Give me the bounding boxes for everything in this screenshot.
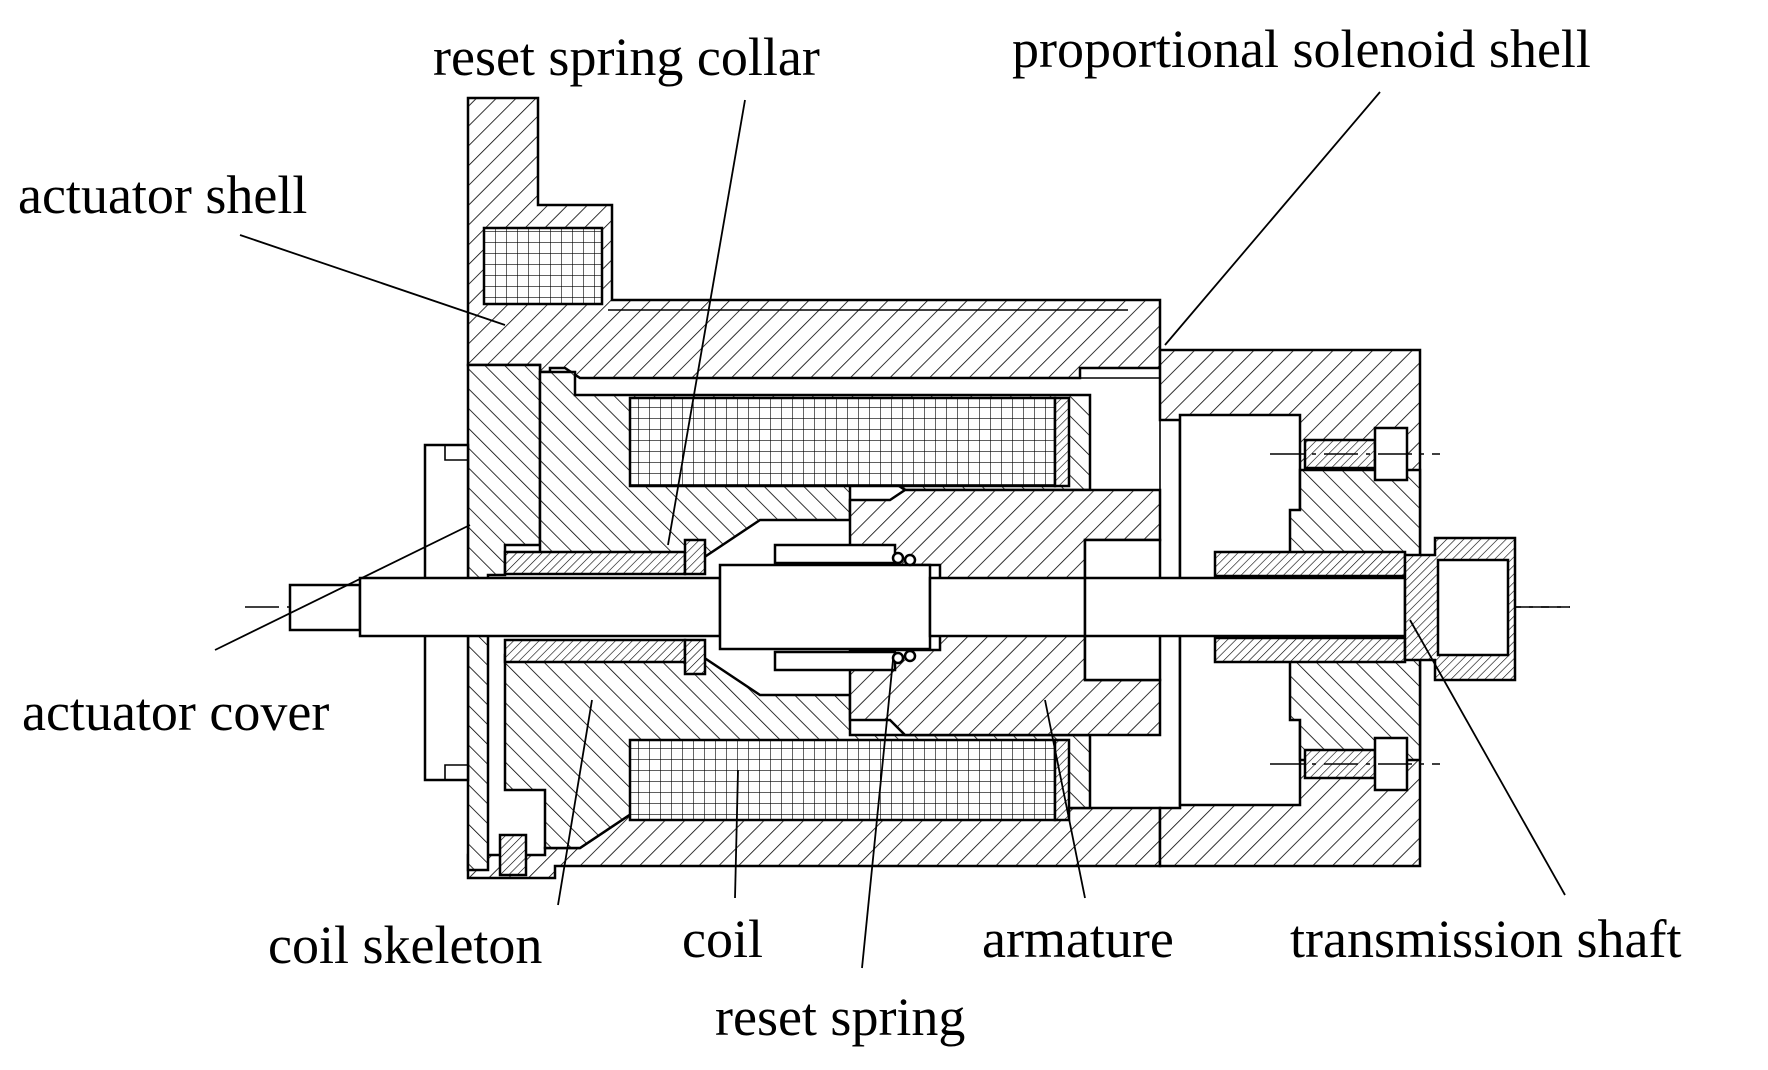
- bushing-lower: [503, 638, 687, 664]
- leader-reset-spring-collar: [667, 99, 746, 546]
- leader-actuator-cover: [214, 524, 471, 651]
- flange-insert: [482, 226, 604, 306]
- spring-coil-4: [903, 649, 917, 663]
- shaft-right-segment: [928, 576, 1087, 638]
- reset-spring-collar-lower: [683, 638, 707, 676]
- leader-armature: [1044, 699, 1086, 899]
- shaft-left-segment: [358, 576, 722, 638]
- coil-upper-winding: [628, 396, 1057, 488]
- reset-spring-lower: [773, 650, 897, 672]
- label-actuator-cover: actuator cover: [22, 682, 330, 742]
- transmission-shaft-part: [1083, 576, 1407, 638]
- spring-coil-3: [891, 651, 905, 665]
- label-coil: coil: [682, 909, 763, 969]
- cover-pin: [498, 833, 528, 877]
- coil-lower-winding: [628, 738, 1057, 822]
- shaft-cap-inner: [1436, 558, 1510, 657]
- spring-coil-2: [903, 553, 917, 567]
- leader-coil-skeleton: [557, 699, 593, 906]
- label-actuator-shell: actuator shell: [18, 165, 308, 225]
- label-armature: armature: [982, 909, 1174, 969]
- reset-spring-collar-upper: [683, 538, 707, 576]
- label-reset-spring-collar: reset spring collar: [433, 27, 820, 87]
- leader-transmission-shaft: [1409, 619, 1566, 896]
- shaft-sleeve-upper: [1213, 550, 1407, 578]
- coil-upper-end: [1053, 396, 1071, 488]
- reset-spring-upper: [773, 543, 897, 565]
- bushing-upper: [503, 550, 687, 576]
- leader-reset-spring: [861, 659, 894, 969]
- shaft-sleeve-lower: [1213, 636, 1407, 664]
- cover-step-bottom: [444, 764, 468, 780]
- label-transmission-shaft: transmission shaft: [1290, 909, 1682, 969]
- label-coil-skeleton: coil skeleton: [268, 915, 543, 975]
- leader-actuator-shell: [239, 234, 506, 326]
- shaft-middle-segment: [718, 563, 932, 651]
- leader-proportional-solenoid-shell: [1164, 91, 1381, 346]
- cover-step-top: [444, 445, 468, 461]
- label-reset-spring: reset spring: [715, 987, 966, 1047]
- spring-coil-1: [891, 551, 905, 565]
- leader-coil: [734, 769, 739, 899]
- label-proportional-solenoid-shell: proportional solenoid shell: [1012, 19, 1591, 79]
